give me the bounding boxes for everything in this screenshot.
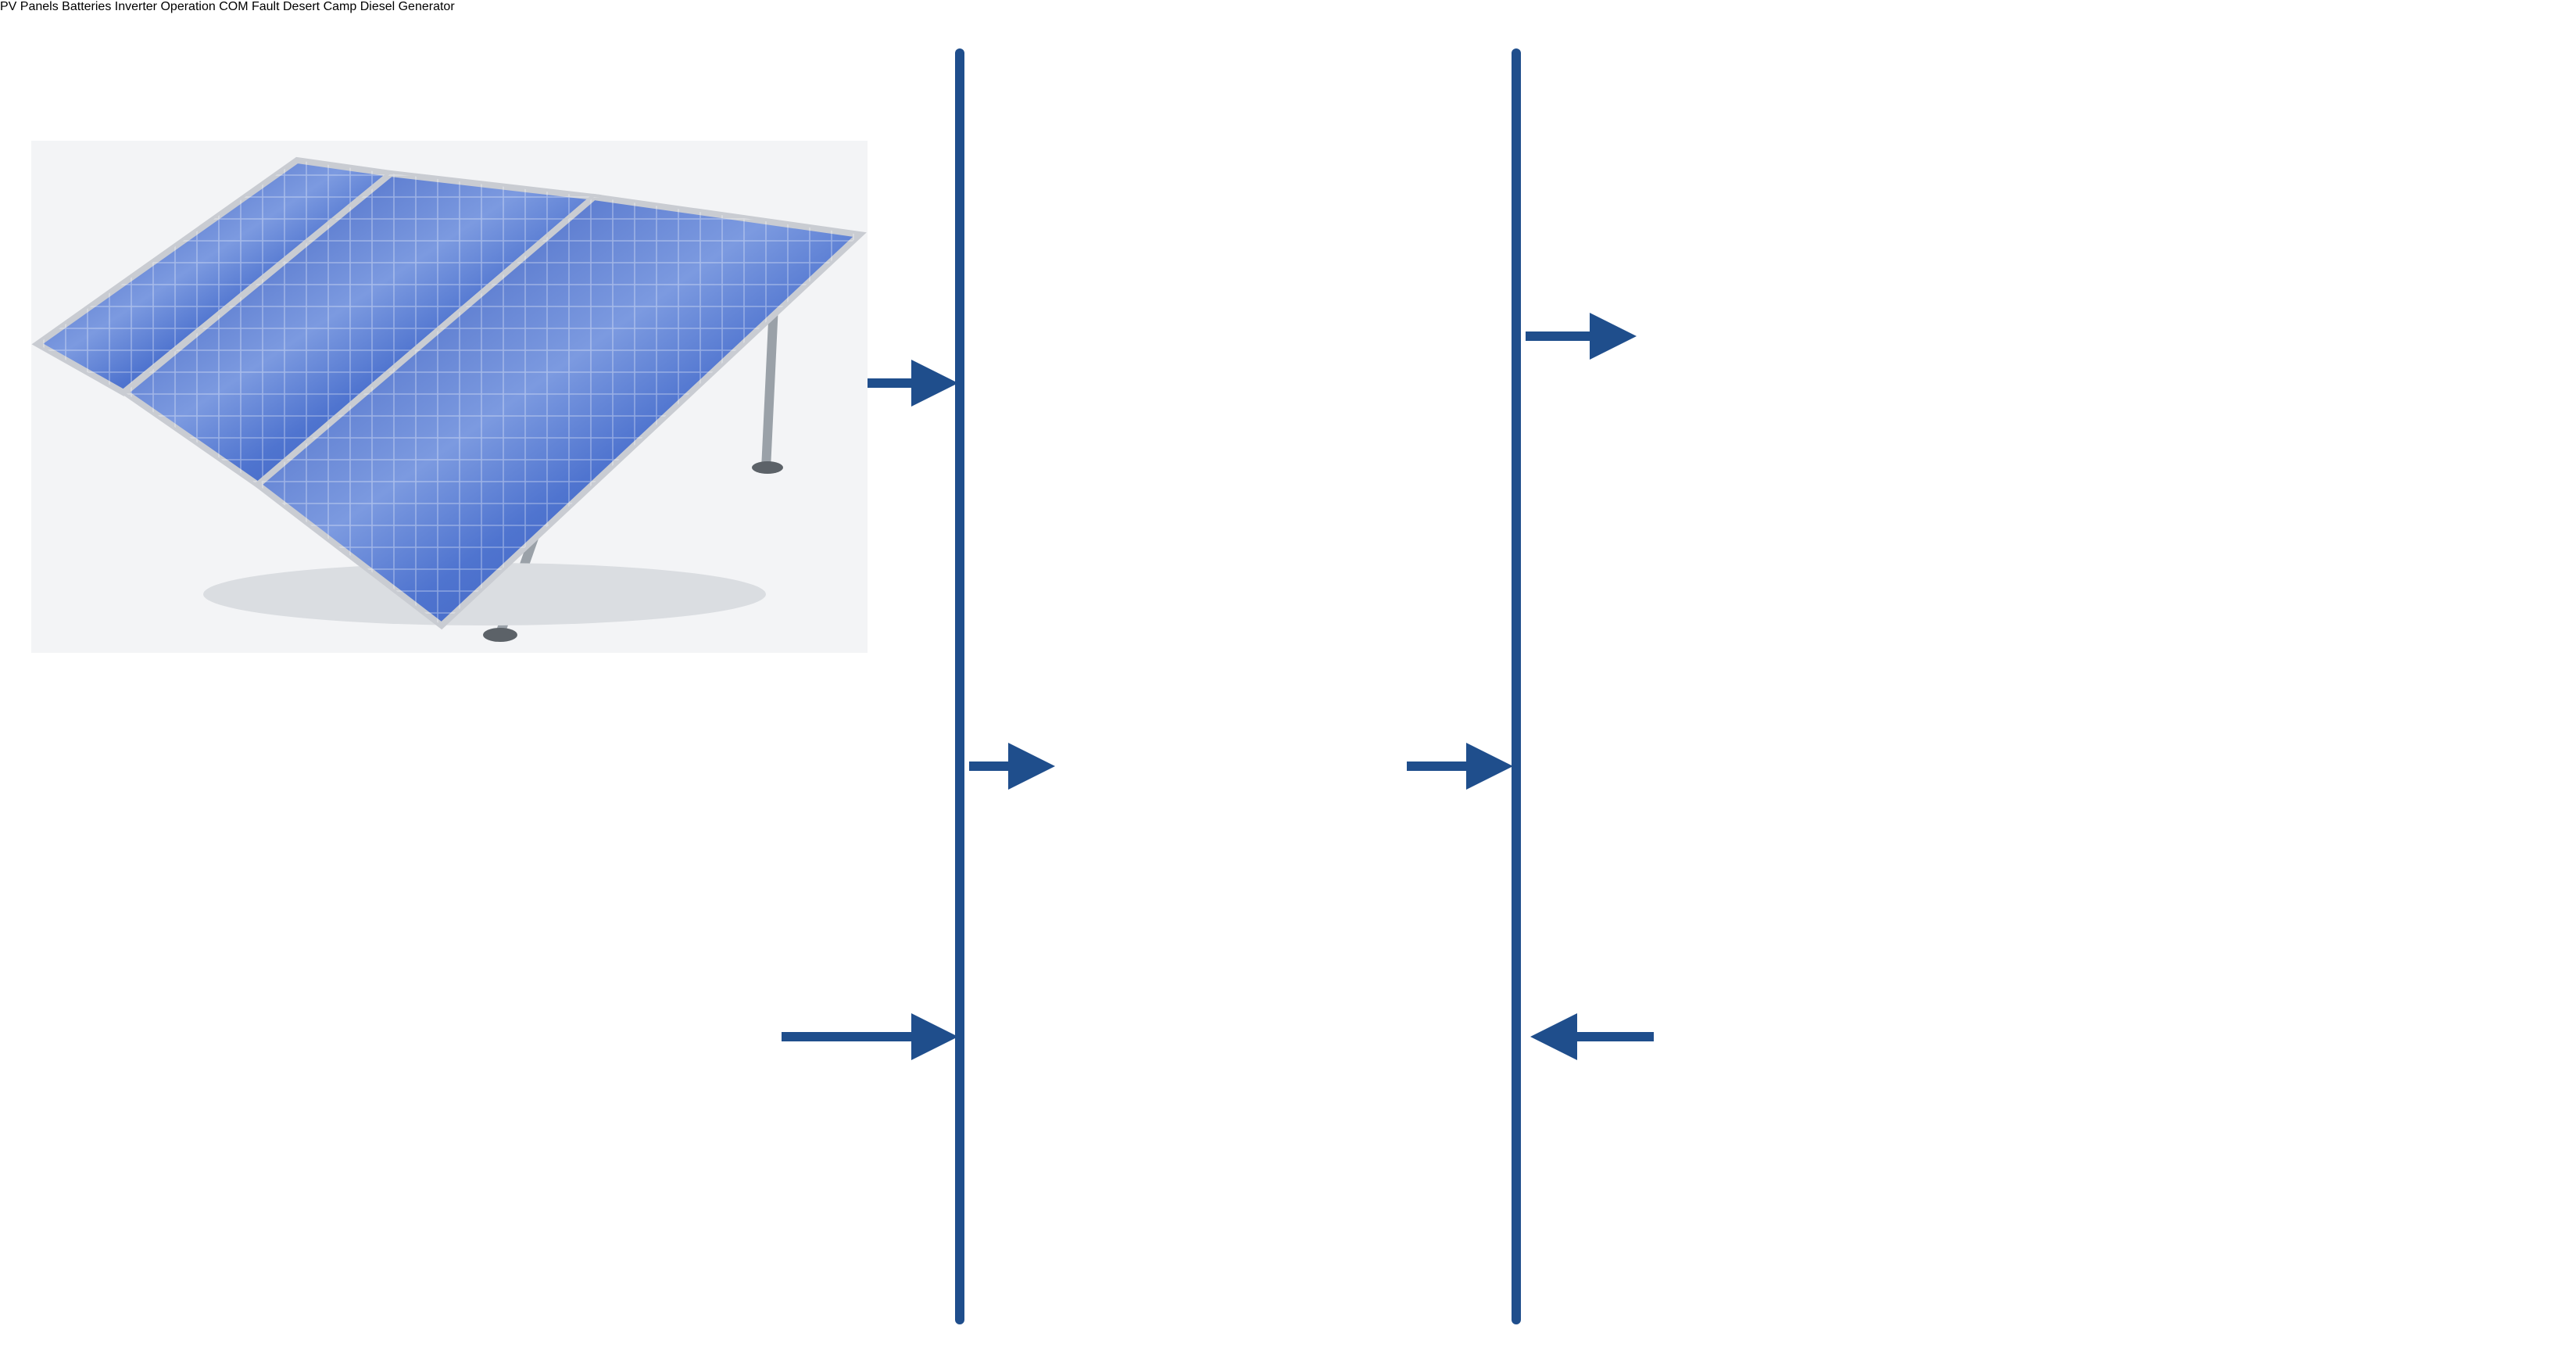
operation-led-icon: Operation COM Fault [160, 0, 283, 13]
inverter-label: Inverter [114, 0, 158, 13]
pv-panels-image [31, 141, 868, 653]
com-led-icon: Operation COM Fault [160, 0, 283, 13]
fault-led-icon: Operation COM Fault [160, 0, 283, 13]
diesel-generator-label: Diesel Generator [360, 0, 455, 13]
indicator-fault: Fault [251, 0, 280, 13]
batteries-label: Batteries [62, 0, 112, 13]
inverter-image: Operation COM Fault [160, 0, 283, 13]
indicator-operation: Operation [160, 0, 216, 13]
pv-panels-label: PV Panels [0, 0, 59, 13]
indicator-com: COM [219, 0, 249, 13]
desert-camp-label: Desert Camp [283, 0, 357, 13]
